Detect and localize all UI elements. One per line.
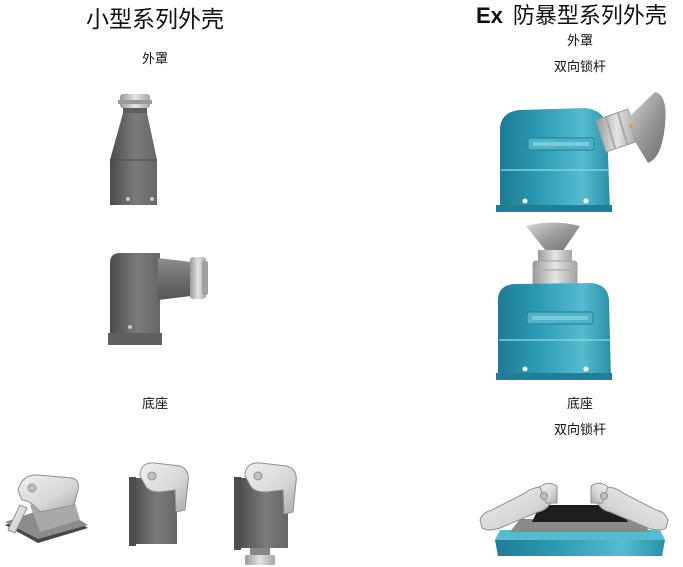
ex-series-title: Ex 防暴型系列外壳 <box>476 3 667 30</box>
ex-hood-side-entry-image <box>496 92 666 212</box>
ex-base-label: 底座 <box>566 397 593 412</box>
ex-base-right-lever <box>590 482 669 531</box>
small-base-label: 底座 <box>141 397 168 412</box>
ex-series-title-prefix: Ex <box>476 3 503 28</box>
ex-hood-label: 外罩 <box>566 34 593 49</box>
small-series-title: 小型系列外壳 <box>86 7 224 33</box>
small-base-panel-image <box>129 462 189 546</box>
ex-hood-top-entry-image <box>496 222 612 380</box>
ex-base-left-lever <box>479 482 558 531</box>
ex-base-double-lever-image <box>479 482 669 556</box>
small-hood-label: 外罩 <box>141 52 168 67</box>
ex-hood-sublabel: 双向锁杆 <box>553 60 606 75</box>
small-hood-straight-image <box>110 94 157 205</box>
small-hood-angled-image <box>108 253 208 345</box>
small-base-panel-gland-image <box>234 462 297 565</box>
small-base-lever-flat-image <box>5 474 88 543</box>
ex-base-sublabel: 双向锁杆 <box>553 423 606 438</box>
ex-series-title-main: 防暴型系列外壳 <box>512 4 667 29</box>
